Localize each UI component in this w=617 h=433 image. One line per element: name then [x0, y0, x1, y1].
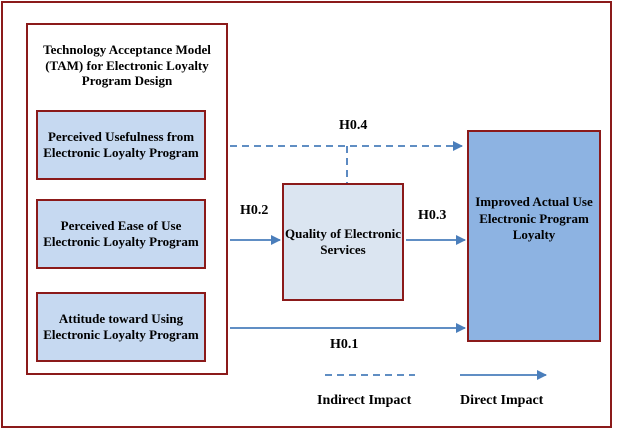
hypothesis-label-h02: H0.2 — [240, 203, 269, 218]
hypothesis-label-h04: H0.4 — [339, 118, 368, 133]
construct-attitude-toward-using: Attitude toward Using Electronic Loyalty… — [36, 292, 206, 362]
hypothesis-label-h03: H0.3 — [418, 208, 447, 223]
construct-perceived-usefulness: Perceived Usefulness from Electronic Loy… — [36, 110, 206, 180]
outcome-improved-actual-use: Improved Actual Use Electronic Program L… — [467, 130, 601, 342]
diagram-frame — [1, 1, 612, 428]
tam-group-title: Technology Acceptance Model (TAM) for El… — [43, 42, 211, 88]
hypothesis-label-h01: H0.1 — [330, 337, 359, 352]
construct-perceived-ease-of-use: Perceived Ease of Use Electronic Loyalty… — [36, 199, 206, 269]
legend-direct-label: Direct Impact — [460, 393, 544, 408]
legend-indirect-label: Indirect Impact — [317, 393, 412, 408]
mediator-quality-of-services: Quality of Electronic Services — [282, 183, 404, 301]
